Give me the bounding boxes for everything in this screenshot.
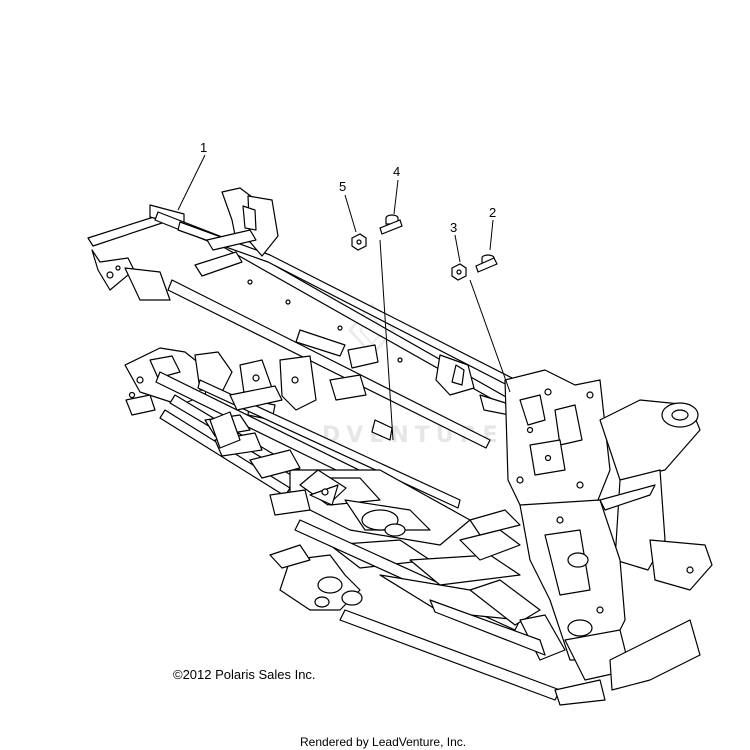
copyright-text: ©2012 Polaris Sales Inc.	[173, 667, 316, 682]
main-chassis-frame	[124, 347, 713, 706]
callout-4: 4	[393, 164, 400, 179]
callouts: 1 2 3 4 5	[200, 140, 496, 235]
leader-lines	[177, 154, 511, 441]
leader-line-1	[177, 154, 206, 211]
leader-line-2-to-frame	[469, 279, 511, 393]
nut-part-3	[451, 263, 467, 281]
leader-line-5	[344, 194, 357, 233]
footer-credit: Rendered by LeadVenture, Inc.	[300, 735, 467, 749]
callout-1: 1	[200, 140, 207, 155]
bolt-part-2	[475, 254, 498, 273]
bolt-part-4	[379, 214, 403, 235]
upper-frame-part-1	[87, 187, 521, 449]
leader-line-4-to-frame	[379, 239, 394, 441]
leader-line-2	[489, 219, 494, 251]
callout-2: 2	[489, 205, 496, 220]
callout-5: 5	[339, 179, 346, 194]
leader-line-3	[454, 234, 461, 263]
leader-line-4	[393, 179, 399, 215]
callout-3: 3	[450, 220, 457, 235]
nut-part-5	[351, 233, 367, 251]
